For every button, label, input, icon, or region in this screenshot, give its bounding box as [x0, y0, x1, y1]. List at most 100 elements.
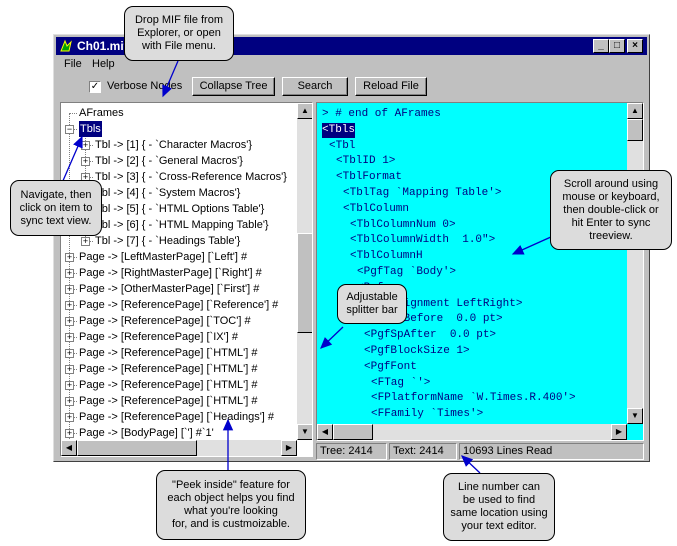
- tree-node-label: Page -> [ReferencePage] [`HTML'] #: [79, 363, 258, 375]
- text-vertical-thumb[interactable]: [627, 119, 643, 141]
- expand-icon[interactable]: +: [65, 428, 74, 438]
- search-button[interactable]: Search: [282, 77, 348, 96]
- text-line[interactable]: <TblColumnWidth 1.0">: [350, 234, 496, 247]
- arrow-linenum: [461, 455, 481, 474]
- close-button[interactable]: ×: [627, 39, 643, 53]
- expand-icon[interactable]: +: [65, 412, 74, 422]
- tree-node[interactable]: + Page -> [ReferencePage] [`TOC'] #: [61, 313, 297, 329]
- expand-icon[interactable]: +: [65, 332, 74, 342]
- text-line[interactable]: <FPlatformName `W.Times.R.400'>: [371, 392, 576, 405]
- expand-icon[interactable]: +: [65, 348, 74, 358]
- reload-file-button[interactable]: Reload File: [355, 77, 427, 96]
- text-line[interactable]: <Tbls: [322, 122, 356, 138]
- text-scroll-up-button[interactable]: ▲: [627, 103, 643, 119]
- tree-node-label: Page -> [ReferencePage] [`IX'] #: [79, 331, 238, 343]
- toolbar: ✓ Verbose Nodes Collapse Tree Search Rel…: [56, 75, 647, 99]
- tree-node[interactable]: + Page -> [LeftMasterPage] [`Left'] #: [61, 249, 297, 265]
- tree-node[interactable]: + Tbl -> [2] { - `General Macros'}: [61, 153, 297, 169]
- expand-icon[interactable]: +: [65, 316, 74, 326]
- tree-node-label: Page -> [ReferencePage] [`TOC'] #: [79, 315, 251, 327]
- tree-node[interactable]: + Page -> [RightMasterPage] [`Right'] #: [61, 265, 297, 281]
- status-tree-line: Tree: 2414: [316, 443, 387, 460]
- text-line[interactable]: <TblTag `Mapping Table'>: [343, 187, 502, 199]
- text-line[interactable]: <FTag `'>: [371, 376, 431, 389]
- tree-horizontal-scrollbar[interactable]: ◀ ▶: [61, 440, 297, 456]
- tree-node-label: Tbl -> [3] { - `Cross-Reference Macros'}: [95, 171, 287, 183]
- menu-help[interactable]: Help: [92, 58, 115, 70]
- expand-icon[interactable]: +: [65, 300, 74, 310]
- text-line[interactable]: <TblColumnNum 0>: [350, 218, 456, 231]
- tree-scroll-down-button[interactable]: ▼: [297, 424, 312, 440]
- text-lines: > # end of AFrames <Tbls<Tbl <TblID 1> <Tbl…: [317, 103, 627, 440]
- collapse-tree-button[interactable]: Collapse Tree: [192, 77, 275, 96]
- menu-bar: File Help: [56, 56, 647, 73]
- menu-file[interactable]: File: [64, 58, 82, 70]
- text-line[interactable]: <FFamily `Times'>: [371, 408, 484, 421]
- arrow-drop: [162, 60, 179, 98]
- tree-node-label: Page -> [ReferencePage] [`Reference'] #: [79, 299, 279, 311]
- tree-node-label: Tbls: [79, 121, 102, 137]
- tree-node[interactable]: + Page -> [ReferencePage] [`IX'] #: [61, 329, 297, 345]
- text-horizontal-scrollbar[interactable]: ◀ ▶: [317, 424, 627, 440]
- tree-node-label: Page -> [BodyPage] [`'] #`1': [79, 427, 214, 439]
- tree-node-label: Page -> [ReferencePage] [`HTML'] #: [79, 347, 258, 359]
- tree-vertical-scrollbar[interactable]: ▲ ▼: [297, 103, 312, 440]
- text-scroll-right-button[interactable]: ▶: [611, 424, 627, 440]
- verbose-nodes-checkbox[interactable]: ✓: [89, 81, 101, 93]
- tree-node[interactable]: + Page -> [ReferencePage] [`Reference'] #: [61, 297, 297, 313]
- tree-node[interactable]: + Tbl -> [7] { - `Headings Table'}: [61, 233, 297, 249]
- callout-peek-inside: "Peek inside" feature for each object he…: [156, 470, 306, 540]
- tree-node-label: Tbl -> [5] { - `HTML Options Table'}: [95, 203, 265, 215]
- tree-node-label: Page -> [LeftMasterPage] [`Left'] #: [79, 251, 248, 263]
- expand-icon[interactable]: +: [81, 156, 90, 166]
- tree-node[interactable]: AFrames: [61, 105, 297, 121]
- text-line[interactable]: <TblColumnH: [350, 250, 423, 263]
- expand-icon[interactable]: +: [65, 252, 74, 262]
- tree-vertical-thumb[interactable]: [297, 233, 312, 333]
- tree-node-label: Page -> [OtherMasterPage] [`First'] #: [79, 283, 260, 295]
- tree-horizontal-thumb[interactable]: [77, 440, 197, 456]
- expand-icon[interactable]: +: [65, 380, 74, 390]
- tree-node-label: Tbl -> [2] { - `General Macros'}: [95, 155, 243, 167]
- callout-drop-file: Drop MIF file from Explorer, or open wit…: [124, 6, 234, 61]
- callout-scroll: Scroll around using mouse or keyboard, t…: [550, 170, 672, 250]
- maximize-button[interactable]: □: [609, 39, 625, 53]
- tree-node-label: Tbl -> [1] { - `Character Macros'}: [95, 139, 253, 151]
- status-lines-read: 10693 Lines Read: [459, 443, 644, 460]
- tree-scroll-up-button[interactable]: ▲: [297, 103, 312, 119]
- collapse-icon[interactable]: −: [65, 124, 74, 134]
- text-line[interactable]: <PgfFont: [364, 360, 417, 373]
- tree-node[interactable]: + Page -> [OtherMasterPage] [`First'] #: [61, 281, 297, 297]
- tree-node[interactable]: −Tbls: [61, 121, 297, 137]
- minimize-button[interactable]: _: [593, 39, 609, 53]
- tree-scroll-right-button[interactable]: ▶: [281, 440, 297, 456]
- text-view[interactable]: > # end of AFrames <Tbls<Tbl <TblID 1> <Tbl…: [316, 102, 644, 441]
- tree-node[interactable]: + Page -> [ReferencePage] [`HTML'] #: [61, 345, 297, 361]
- text-scroll-down-button[interactable]: ▼: [627, 408, 643, 424]
- tree-node-label: Tbl -> [7] { - `Headings Table'}: [95, 235, 241, 247]
- expand-icon[interactable]: +: [65, 396, 74, 406]
- tree-node[interactable]: +Page -> [ReferencePage] [`HTML'] #: [61, 377, 297, 393]
- text-line[interactable]: <PgfTag `Body'>: [357, 266, 457, 278]
- text-line[interactable]: <TblFormat: [336, 171, 403, 184]
- tree-node[interactable]: + Page -> [ReferencePage] [`HTML'] #: [61, 361, 297, 377]
- expand-icon[interactable]: +: [65, 268, 74, 278]
- tree-scroll-left-button[interactable]: ◀: [61, 440, 77, 456]
- tree-view[interactable]: AFrames−Tbls+Tbl -> [1] { - `Character M…: [60, 102, 313, 457]
- tree-node[interactable]: + Page -> [BodyPage] [`'] #`1': [61, 425, 297, 440]
- tree-node-label: Tbl -> [4] { - `System Macros'}: [95, 187, 241, 199]
- callout-navigate: Navigate, then click on item to sync tex…: [10, 180, 102, 236]
- text-horizontal-thumb[interactable]: [333, 424, 373, 440]
- tree-node[interactable]: +Page -> [ReferencePage] [`HTML'] #: [61, 393, 297, 409]
- expand-icon[interactable]: +: [81, 236, 90, 246]
- tree-node-label: Page -> [RightMasterPage] [`Right'] #: [79, 267, 262, 279]
- text-line[interactable]: <Tbl: [329, 139, 356, 152]
- expand-icon[interactable]: +: [65, 364, 74, 374]
- text-line[interactable]: <PgfSpAfter 0.0 pt>: [364, 329, 497, 342]
- expand-icon[interactable]: +: [65, 284, 74, 294]
- text-line[interactable]: <TblID 1>: [336, 155, 396, 168]
- text-line[interactable]: > # end of AFrames: [322, 108, 441, 120]
- text-scroll-left-button[interactable]: ◀: [317, 424, 333, 440]
- text-line[interactable]: <PgfBlockSize 1>: [364, 345, 470, 357]
- text-line[interactable]: <TblColumn: [343, 202, 410, 215]
